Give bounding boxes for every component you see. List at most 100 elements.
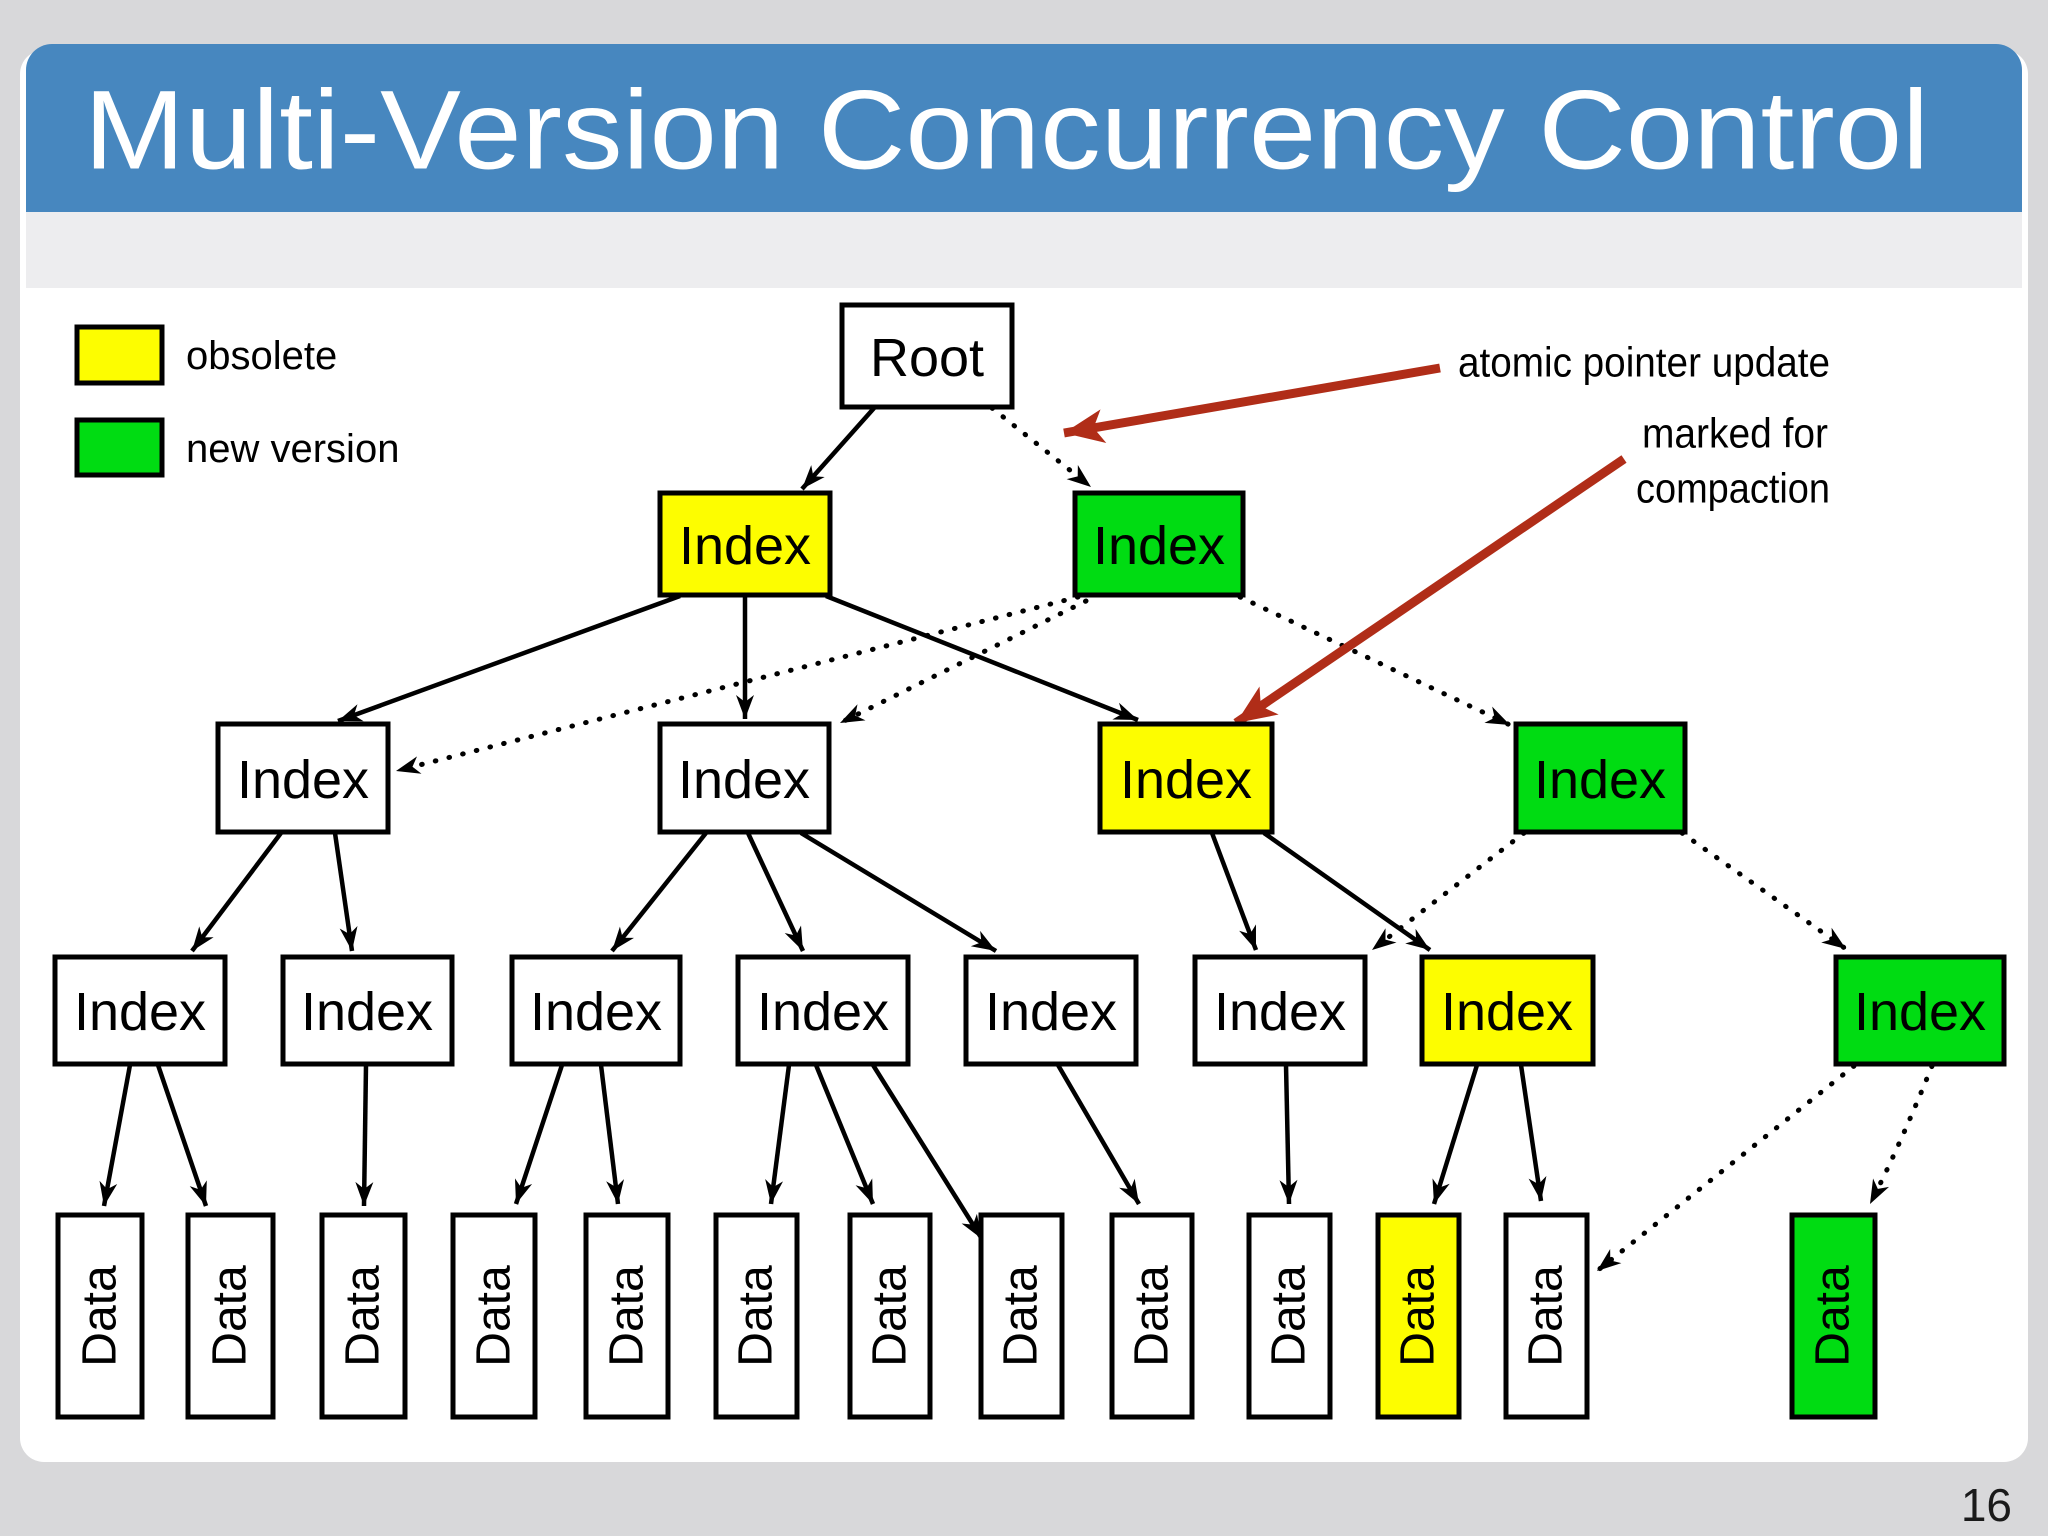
annotation-texts: atomic pointer update marked for compact… [1458,339,1830,512]
node-index-4d-box [735,954,911,1067]
edge-index3c-index4g [1262,831,1432,952]
node-index-3c-label: Index [1120,750,1252,810]
edge-index4c-data4 [513,1064,565,1205]
edge-index4b-data3 [355,1064,374,1207]
node-index-4g-label: Index [1441,982,1573,1042]
node-index-4a: Index [52,954,228,1067]
node-data-6-label: Data [730,1265,783,1367]
node-index-4g: Index [1419,954,1596,1067]
node-index-4c: Index [509,954,683,1067]
node-root-label: Root [870,328,984,388]
node-index-4e: Index [963,954,1139,1067]
node-data-11-box [1375,1212,1462,1420]
legend-label-obsolete: obsolete [186,334,337,378]
node-data-3-label: Data [337,1265,390,1367]
atomic-pointer-update-arrow [1063,363,1441,443]
node-index-2a: Index [657,490,833,598]
node-data-12-box [1503,1212,1590,1420]
annotation-marked-for: marked for [1642,410,1828,457]
edge-index4h-data13-dotted [1867,1063,1935,1207]
node-data-4: Data [450,1212,538,1420]
node-index-2a-label: Index [679,516,811,576]
node-index-2a-box [657,490,833,598]
solid-edges [99,405,1547,1241]
node-data-13: Data [1789,1212,1878,1420]
edge-index4d-data6 [765,1064,792,1205]
node-root: Root [839,302,1015,410]
edge-index4c-data5 [598,1064,625,1205]
node-data-3: Data [319,1212,408,1420]
edge-index4e-data9 [1056,1063,1141,1206]
node-index-3d-box [1513,721,1688,835]
node-data-8: Data [978,1212,1065,1420]
legend: obsolete new version [74,324,399,478]
node-data-11: Data [1375,1212,1462,1420]
node-index-4h-box [1833,954,2007,1067]
node-index-4b-box [280,954,455,1067]
node-data-12-label: Data [1520,1265,1573,1367]
edge-index3c-index4f [1209,832,1259,951]
edge-index4a-data1 [99,1064,133,1207]
node-index-4f: Index [1192,954,1368,1067]
node-index-3a: Index [215,721,391,835]
node-data-3-box [319,1212,408,1420]
node-data-5-label: Data [601,1265,654,1367]
edge-index3b-index4c [610,831,708,953]
node-index-4c-label: Index [530,982,662,1042]
red-callout-arrows [1063,363,1627,727]
edge-index2a-index3c [825,593,1139,723]
node-data-4-label: Data [468,1265,521,1367]
node-data-9: Data [1109,1212,1195,1420]
node-index-2b: Index [1072,490,1246,598]
node-root-box [839,302,1015,410]
title-bar-bottom [26,130,2022,212]
node-data-4-box [450,1212,538,1420]
tree-nodes: Root Index Index Index Index Index Index [52,302,2007,1420]
node-data-2-box [185,1212,276,1420]
node-index-3a-box [215,721,391,835]
node-index-4a-box [52,954,228,1067]
node-data-7-label: Data [864,1265,917,1367]
node-index-2b-label: Index [1093,516,1225,576]
edge-index4g-data11 [1431,1064,1480,1205]
node-data-7-box [847,1212,933,1420]
node-data-9-label: Data [1126,1265,1179,1367]
node-data-10: Data [1246,1212,1333,1420]
node-data-10-box [1246,1212,1333,1420]
node-index-4d-label: Index [757,982,889,1042]
node-data-8-box [978,1212,1065,1420]
node-index-3d-label: Index [1534,750,1666,810]
node-data-5: Data [583,1212,671,1420]
node-data-2-label: Data [204,1265,257,1367]
node-index-4h: Index [1833,954,2007,1067]
node-index-4e-label: Index [985,982,1117,1042]
node-data-7: Data [847,1212,933,1420]
node-data-6: Data [713,1212,800,1420]
dotted-edges [393,405,1935,1274]
edge-index4h-data12-dotted [1594,1063,1857,1274]
node-index-4b: Index [280,954,455,1067]
title-bar: Multi-Version Concurrency Control [26,44,2022,288]
edge-index3d-index4h-dotted [1679,830,1849,952]
edge-index4d-data7 [813,1064,876,1205]
node-data-13-box [1789,1212,1878,1420]
node-index-2b-box [1072,490,1246,598]
node-data-1: Data [55,1212,145,1420]
edge-index2a-index3a [337,593,681,724]
edge-index3b-index4d [745,832,806,952]
edge-root-index2a [800,405,877,491]
slide-title: Multi-Version Concurrency Control [84,68,1929,193]
legend-swatch-new-version [74,417,165,478]
edge-index4d-data8 [871,1063,984,1241]
under-title-strip [26,212,2022,288]
edge-index3a-index4a [190,831,283,953]
node-data-11-label: Data [1392,1265,1445,1367]
node-data-6-box [713,1212,800,1420]
edge-index2b-index3a-dotted [393,594,1081,774]
node-data-8-label: Data [995,1265,1048,1367]
node-data-1-label: Data [74,1265,127,1367]
node-index-3c: Index [1097,721,1275,835]
node-index-3b-label: Index [678,750,810,810]
